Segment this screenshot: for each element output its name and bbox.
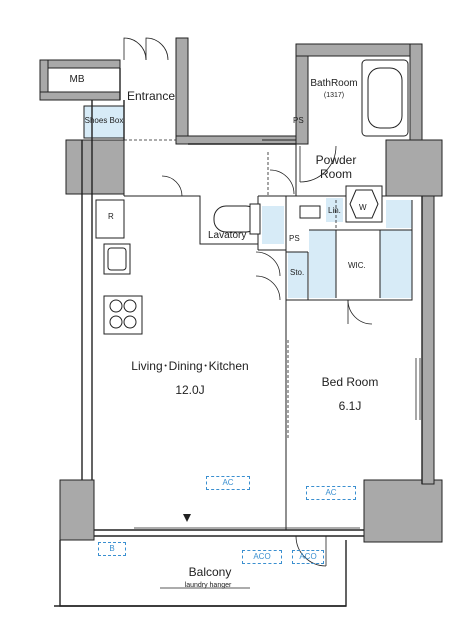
stove-icon (103, 295, 143, 335)
mb-label: MB (69, 74, 85, 85)
r-label: R (108, 212, 114, 221)
ldk-size-label: 12.0J (175, 383, 205, 397)
entry-arrow-icon (183, 514, 191, 522)
ac-ldk-badge: AC (206, 476, 250, 490)
ac-bed-badge: AC (306, 486, 356, 500)
bathroom-size-label: (1317) (323, 92, 345, 99)
lavatory-counter-fill (262, 206, 284, 244)
hall-storage-fill (386, 200, 412, 228)
bedroom-size-label: 6.1J (338, 399, 362, 413)
entrance-label: Entrance (127, 89, 176, 103)
outline (54, 68, 423, 607)
aco-left-badge: ACO (242, 550, 282, 564)
balcony-label: Balcony (188, 565, 232, 579)
shoes-box-label: Shoes Box (84, 116, 124, 125)
doors (123, 37, 373, 567)
fixtures (103, 59, 409, 335)
bathroom-label: BathRoom (310, 78, 358, 89)
interior-walls (83, 105, 413, 530)
sto-label: Sto. (290, 268, 305, 277)
bedroom-label: Bed Room (321, 375, 379, 389)
ldk-label: Living･Dining･Kitchen (131, 359, 249, 373)
b-badge: B (98, 542, 126, 556)
w-label: W (359, 203, 367, 212)
linen-fill (326, 198, 343, 222)
laundry-label: laundry hanger (184, 582, 232, 589)
lin-label: Lin. (328, 206, 341, 215)
powder-room-label-2: Room (319, 167, 352, 181)
powder-room-label-1: Powder (315, 153, 357, 167)
wic-fill-right (380, 230, 412, 298)
shoes-box-fill (84, 106, 124, 138)
wic-fill-left (309, 230, 336, 298)
windows (134, 358, 421, 589)
ps-top-label: PS (293, 116, 304, 125)
lavatory-label: Lavatory (208, 230, 247, 241)
sto-fill (288, 252, 308, 298)
aco-right-badge: ACO (292, 550, 324, 564)
wic-label: WIC. (348, 261, 366, 270)
walls (39, 37, 443, 543)
ps-mid-label: PS (289, 234, 300, 243)
